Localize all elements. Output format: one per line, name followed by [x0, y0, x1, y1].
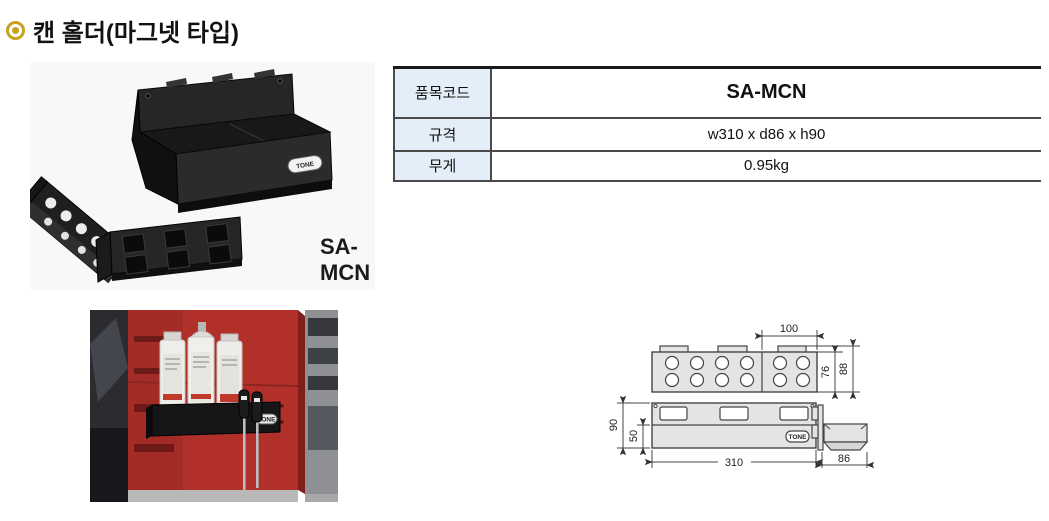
rear-view-part	[95, 216, 243, 283]
svg-text:100: 100	[780, 323, 798, 335]
side-view	[811, 404, 869, 451]
svg-text:310: 310	[725, 457, 743, 469]
svg-text:86: 86	[838, 453, 850, 465]
technical-drawing: 100 76 88 TONE	[608, 312, 1008, 484]
dimension-drawing: 100 76 88 TONE	[608, 323, 875, 469]
spec-value-item-code: SA-MCN	[491, 67, 1041, 119]
product-photo-illustration: TONE	[16, 69, 333, 284]
dim-76-88	[806, 338, 860, 400]
page-header: 캔 홀더(마그넷 타입)	[6, 13, 239, 48]
spec-table: 품목코드 SA-MCN 규격 w310 x d86 x h90 무게 0.95k…	[393, 66, 1041, 182]
spec-value-size: w310 x d86 x h90	[491, 117, 1041, 152]
spray-cans	[159, 322, 243, 414]
dim-100	[754, 330, 825, 350]
spec-label-item-code: 품목코드	[393, 67, 492, 119]
svg-text:TONE: TONE	[258, 417, 277, 424]
svg-text:90: 90	[608, 419, 620, 431]
dim-86	[814, 452, 875, 469]
spec-label-size: 규격	[393, 117, 492, 152]
svg-text:76: 76	[820, 366, 832, 378]
application-photo-illustration: TONE	[90, 310, 338, 502]
svg-text:88: 88	[838, 363, 850, 375]
front-view: TONE	[651, 402, 817, 449]
page-title: 캔 홀더(마그넷 타입)	[33, 20, 239, 47]
svg-text:TONE: TONE	[789, 434, 808, 441]
table-row: 규격 w310 x d86 x h90	[393, 117, 1041, 152]
screwdrivers	[238, 389, 263, 490]
dim-90-50	[617, 395, 650, 456]
product-photo: TONE	[16, 62, 375, 290]
spec-label-weight: 무게	[393, 150, 492, 182]
drawing-brand-logo: TONE	[785, 430, 810, 443]
table-row: 품목코드 SA-MCN	[393, 67, 1041, 119]
top-view	[651, 345, 818, 393]
brand-badge: TONE	[287, 155, 323, 174]
svg-text:TONE: TONE	[296, 161, 315, 171]
model-label: SA-MCN	[320, 234, 371, 285]
svg-text:50: 50	[628, 430, 640, 442]
table-row: 무게 0.95kg	[393, 150, 1041, 182]
title-bullet-icon	[6, 21, 25, 40]
application-photo: TONE	[90, 310, 338, 508]
spec-value-weight: 0.95kg	[491, 150, 1041, 182]
